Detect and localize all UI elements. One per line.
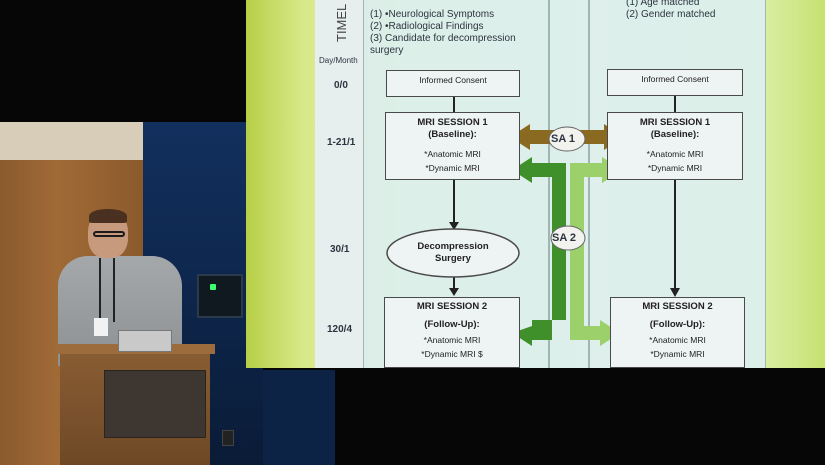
surgery-line-1: Decompression bbox=[417, 241, 489, 252]
lanyard bbox=[99, 258, 115, 322]
mri-session2-left: MRI SESSION 2 (Follow-Up): *Anatomic MRI… bbox=[384, 297, 520, 368]
mri-session1-left: MRI SESSION 1 (Baseline): *Anatomic MRI … bbox=[385, 112, 520, 180]
time-2: 30/1 bbox=[330, 244, 350, 255]
time-3: 120/4 bbox=[327, 324, 353, 335]
lane-divider bbox=[363, 0, 364, 368]
session-title: MRI SESSION 2 bbox=[416, 301, 488, 312]
lane-divider bbox=[548, 0, 550, 368]
criteria-right-2: (2) Gender matched bbox=[626, 9, 716, 20]
criteria-left-4: surgery bbox=[370, 45, 404, 56]
session-item: *Anatomic MRI bbox=[424, 149, 481, 159]
session-item: *Dynamic MRI bbox=[650, 349, 705, 359]
session-subtitle: (Baseline): bbox=[650, 129, 700, 140]
wall-outlet bbox=[222, 430, 234, 446]
session-item: *Dynamic MRI $ bbox=[421, 349, 483, 359]
wall-upper-trim bbox=[0, 122, 143, 160]
mri-session2-right: MRI SESSION 2 (Follow-Up): *Anatomic MRI… bbox=[610, 297, 745, 368]
session-subtitle: (Baseline): bbox=[428, 129, 477, 140]
session-item: *Anatomic MRI bbox=[646, 149, 704, 159]
mri-session1-right: MRI SESSION 1 (Baseline): *Anatomic MRI … bbox=[607, 112, 743, 180]
session-subtitle: (Follow-Up): bbox=[424, 319, 480, 330]
sa1-label: SA 1 bbox=[551, 133, 576, 145]
decompression-surgery-node: Decompression Surgery bbox=[388, 241, 518, 265]
name-badge bbox=[94, 318, 108, 336]
informed-consent-left: Informed Consent bbox=[386, 70, 520, 97]
timeline-column bbox=[315, 0, 363, 368]
time-1: 1-21/1 bbox=[327, 137, 356, 148]
session-item: *Anatomic MRI bbox=[649, 335, 706, 345]
lane-divider bbox=[588, 0, 590, 368]
sa2-label: SA 2 bbox=[552, 232, 577, 244]
laptop bbox=[118, 330, 172, 352]
wall-speaker-box bbox=[197, 274, 243, 318]
indicator-light bbox=[210, 284, 216, 290]
session-item: *Anatomic MRI bbox=[423, 335, 481, 345]
session-subtitle: (Follow-Up): bbox=[649, 319, 706, 330]
criteria-left-3: (3) Candidate for decompression bbox=[370, 33, 516, 44]
session-item: *Dynamic MRI bbox=[425, 163, 480, 173]
day-month-header: Day/Month bbox=[319, 56, 358, 65]
session-title: MRI SESSION 1 bbox=[639, 117, 711, 128]
informed-consent-right: Informed Consent bbox=[607, 69, 743, 96]
time-0: 0/0 bbox=[334, 80, 348, 91]
presenter-hair bbox=[89, 209, 127, 223]
criteria-right-1: (1) Age matched bbox=[626, 0, 700, 8]
lane-divider bbox=[765, 0, 766, 368]
consent-label: Informed Consent bbox=[419, 75, 487, 85]
blue-wall-lower bbox=[263, 370, 335, 465]
criteria-left-2: (2) •Radiological Findings bbox=[370, 21, 484, 32]
podium-front-panel bbox=[104, 370, 206, 438]
session-title: MRI SESSION 1 bbox=[417, 117, 488, 128]
session-item: *Dynamic MRI bbox=[647, 163, 703, 173]
criteria-left-1: (1) •Neurological Symptoms bbox=[370, 9, 495, 20]
presenter-glasses bbox=[93, 231, 125, 237]
session-title: MRI SESSION 2 bbox=[642, 301, 713, 312]
surgery-line-2: Surgery bbox=[435, 253, 471, 264]
consent-label: Informed Consent bbox=[641, 74, 709, 84]
